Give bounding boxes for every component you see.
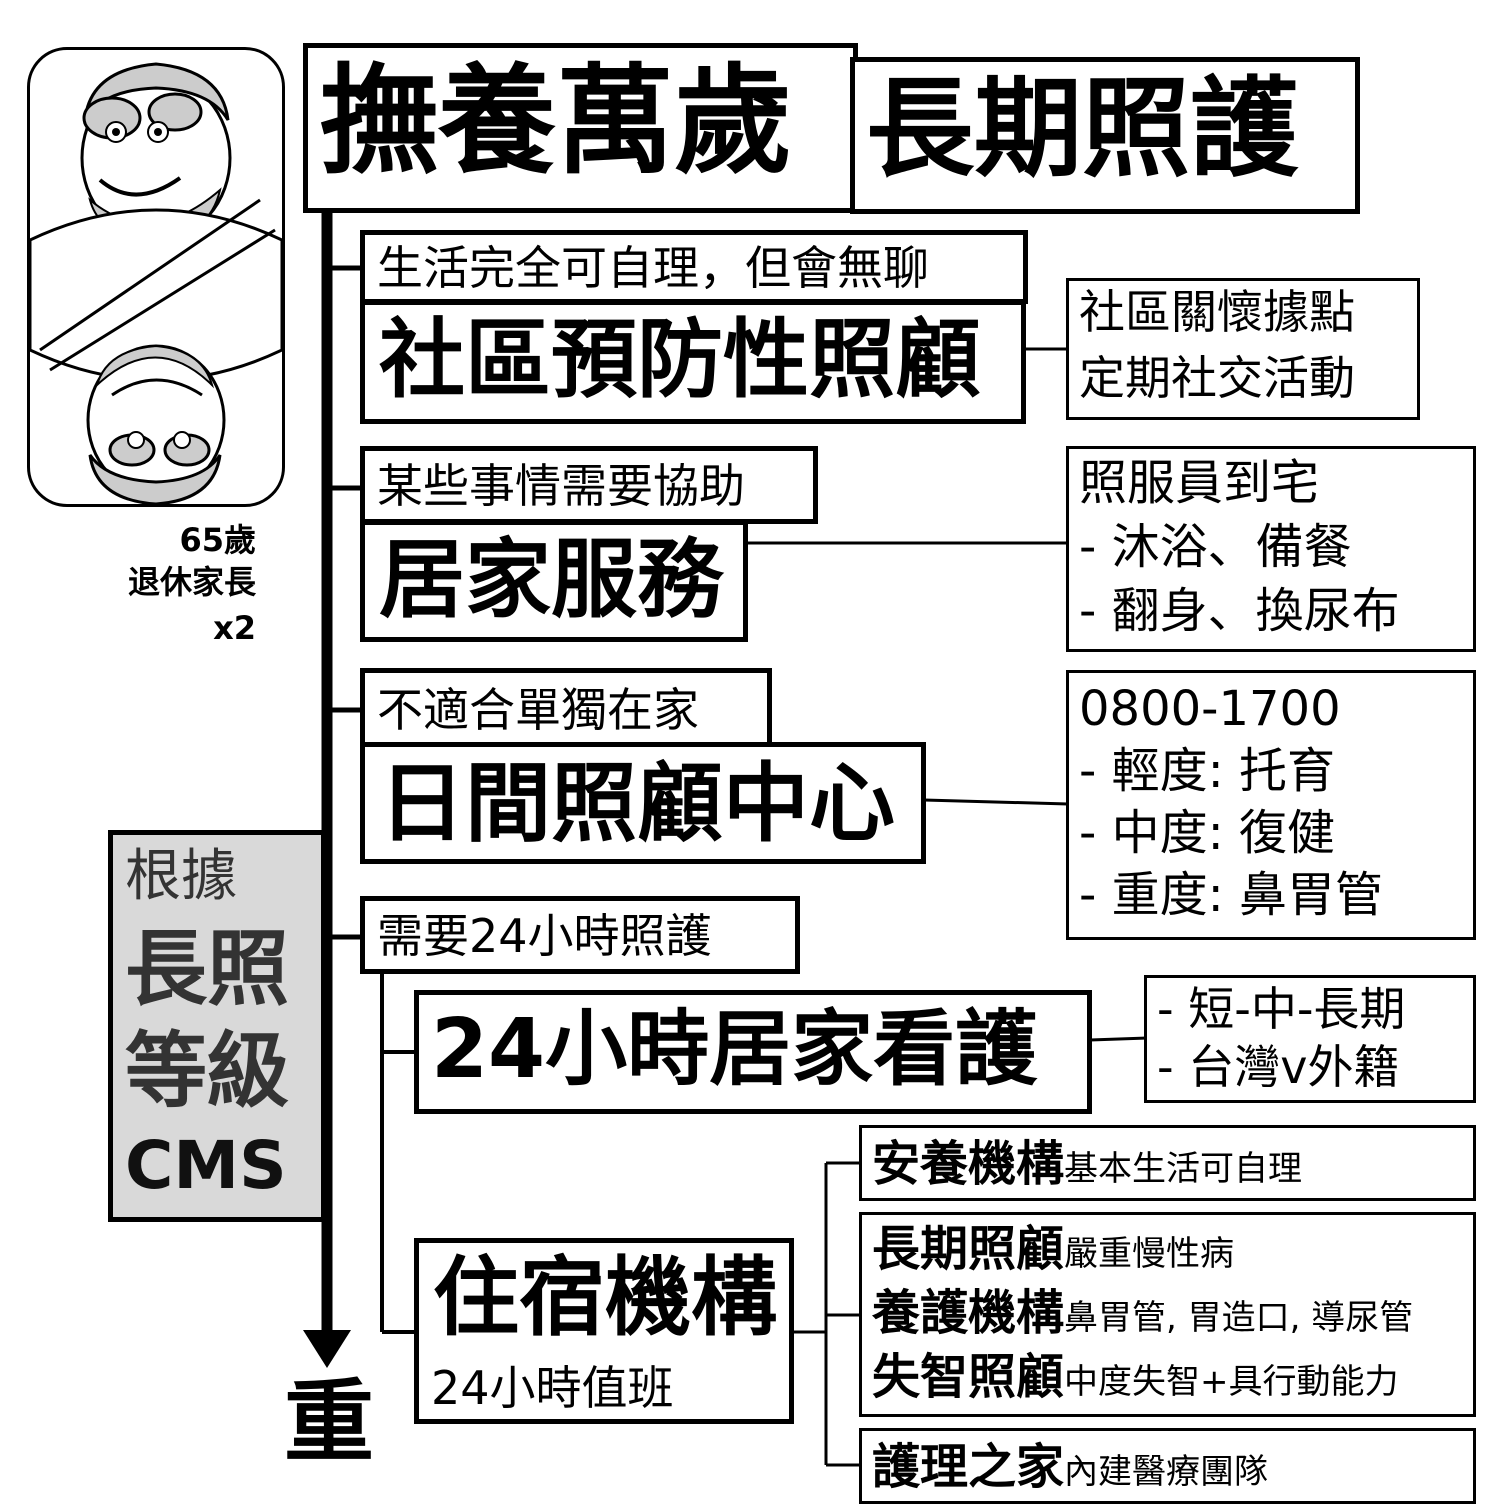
tier3-detail-1: 0800-1700 (1079, 681, 1341, 737)
residential-type-1-note: 基本生活可自理 (1064, 1149, 1303, 1189)
residential-type-4-name: 失智照顧 (872, 1349, 1065, 1405)
tier3-service: 日間照顧中心 (379, 754, 895, 854)
residential-type-5-note: 內建醫療團隊 (1064, 1452, 1269, 1492)
tier2-detail-3: - 翻身、換尿布 (1079, 583, 1400, 639)
severity-arrow-head (303, 1330, 351, 1368)
residential-type-1-name: 安養機構 (872, 1136, 1065, 1192)
residential-type-5: 護理之家內建醫療團隊 (872, 1443, 1268, 1491)
page-title: 撫養萬歲 (320, 52, 793, 190)
residential-type-group-box: 長期照顧嚴重慢性病 養護機構鼻胃管, 胃造口, 導尿管 失智照顧中度失智+具行動… (859, 1212, 1476, 1417)
residential-type-5-box: 護理之家內建醫療團隊 (859, 1428, 1476, 1504)
residential-type-2: 長期照顧嚴重慢性病 (872, 1225, 1234, 1273)
page-subtitle: 長期照護 (866, 67, 1299, 192)
scale-label-level: 等級 (125, 1024, 290, 1119)
tier4-detail-box: - 短-中-長期 - 台灣v外籍 (1144, 975, 1476, 1103)
residential-type-3: 養護機構鼻胃管, 胃造口, 導尿管 (872, 1289, 1413, 1337)
tier2-detail-1: 照服員到宅 (1079, 455, 1320, 511)
tier3-detail-2: - 輕度: 托育 (1079, 743, 1336, 799)
tier1-detail-box: 社區關懷據點 定期社交活動 (1066, 278, 1420, 420)
tier1-detail-1: 社區關懷據點 (1079, 285, 1355, 339)
persona-count: x2 (213, 609, 256, 647)
residential-type-4: 失智照顧中度失智+具行動能力 (872, 1353, 1399, 1401)
residential-box: 住宿機構 24小時值班 (414, 1238, 794, 1424)
severity-end-label: 重 (284, 1370, 374, 1475)
tier4-detail-1: - 短-中-長期 (1157, 982, 1406, 1036)
residential-type-1: 安養機構基本生活可自理 (872, 1140, 1302, 1188)
residential-type-2-name: 長期照顧 (872, 1221, 1065, 1277)
tier1-service-box: 社區預防性照顧 (360, 300, 1026, 424)
residential-type-3-name: 養護機構 (872, 1285, 1065, 1341)
tier4-service: 24小時居家看護 (431, 1002, 1038, 1097)
residential-type-2-note: 嚴重慢性病 (1064, 1234, 1235, 1274)
tier2-detail-box: 照服員到宅 - 沐浴、備餐 - 翻身、換尿布 (1066, 446, 1476, 652)
scale-label-ltc: 長照 (125, 922, 290, 1017)
tier1-detail-2: 定期社交活動 (1079, 351, 1355, 405)
residential-type-5-name: 護理之家 (872, 1439, 1065, 1495)
persona-role: 退休家長 (127, 563, 256, 601)
tier1-service: 社區預防性照顧 (379, 310, 981, 410)
parent-face-icon (30, 62, 282, 504)
persona-age: 65歲 (179, 521, 256, 559)
tier3-condition: 不適合單獨在家 (377, 683, 699, 737)
face-lower (86, 344, 226, 504)
tier2-condition-box: 某些事情需要協助 (360, 446, 818, 524)
tier4-condition: 需要24小時照護 (377, 909, 712, 963)
tier3-detail-box: 0800-1700 - 輕度: 托育 - 中度: 復健 - 重度: 鼻胃管 (1066, 670, 1476, 940)
title-left-box (303, 43, 858, 213)
scale-box: 根據 長照 等級 CMS (108, 830, 326, 1222)
residential-subtitle: 24小時值班 (431, 1361, 674, 1415)
persona-card (27, 47, 285, 507)
tier1-condition: 生活完全可自理，但會無聊 (377, 241, 929, 295)
title-right-box (850, 57, 1360, 214)
tier2-service: 居家服務 (379, 530, 723, 630)
residential-title: 住宿機構 (433, 1248, 777, 1348)
tier2-condition: 某些事情需要協助 (377, 459, 745, 513)
tier2-service-box: 居家服務 (360, 520, 748, 642)
tier3-condition-box: 不適合單獨在家 (360, 668, 772, 748)
tier3-detail-3: - 中度: 復健 (1079, 805, 1336, 861)
tier4-detail-2: - 台灣v外籍 (1157, 1040, 1400, 1094)
tier3-detail-4: - 重度: 鼻胃管 (1079, 867, 1384, 923)
residential-type-3-note: 鼻胃管, 胃造口, 導尿管 (1064, 1298, 1414, 1338)
tier3-service-box: 日間照顧中心 (360, 742, 926, 864)
tier4-service-box: 24小時居家看護 (414, 990, 1092, 1114)
tier4-condition-box: 需要24小時照護 (360, 896, 800, 974)
residential-type-4-note: 中度失智+具行動能力 (1064, 1362, 1399, 1402)
scale-label-cms: CMS (125, 1127, 287, 1204)
tier1-condition-box: 生活完全可自理，但會無聊 (360, 230, 1028, 304)
tier2-detail-2: - 沐浴、備餐 (1079, 519, 1352, 575)
residential-type-1-box: 安養機構基本生活可自理 (859, 1125, 1476, 1201)
scale-label-according: 根據 (125, 844, 237, 909)
